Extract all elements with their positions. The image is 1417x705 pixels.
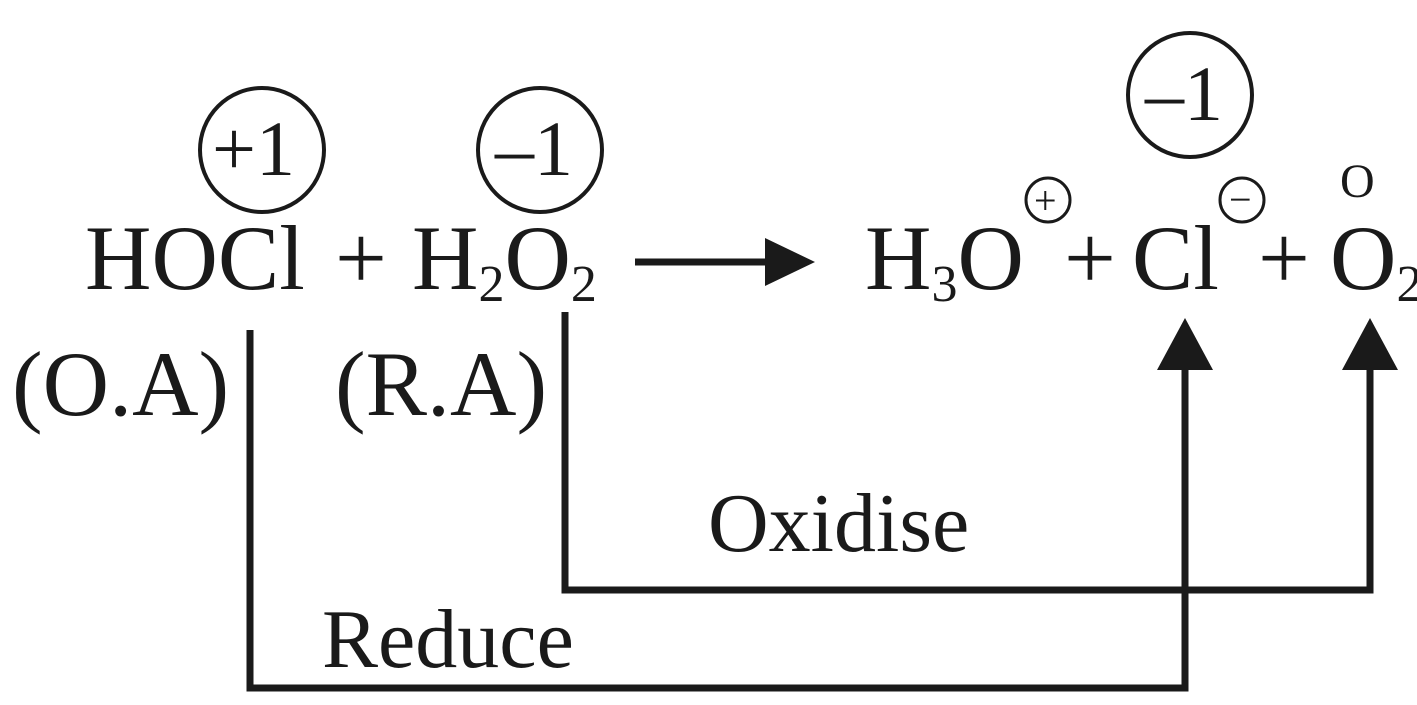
product-h3o: H3O (865, 212, 1024, 311)
h2o2-o: O (504, 207, 571, 309)
reduce-label: Reduce (322, 593, 574, 686)
h3o-charge: + (1034, 178, 1057, 223)
reaction-arrow-head (765, 238, 815, 286)
o2-ox-state: O (1340, 155, 1375, 208)
h3o-sub: 3 (931, 256, 958, 313)
oxidise-arrow-head (1342, 318, 1398, 370)
plus-sign-1: + (335, 207, 387, 309)
charge-circle-cl (1218, 176, 1266, 224)
ox-state-h2o2: –1 (495, 105, 573, 192)
ox-state-hocl: +1 (212, 105, 295, 192)
h2o2-h: H (412, 207, 479, 309)
ox-state-circle-h2o2 (476, 86, 604, 214)
cl-charge: − (1229, 177, 1252, 222)
product-o2: O2 (1330, 212, 1417, 311)
h3o-o: O (957, 207, 1024, 309)
charge-circle-h3o (1024, 176, 1072, 224)
ox-state-cl-minus: –1 (1145, 50, 1223, 137)
o2-o: O (1330, 207, 1397, 309)
product-cl: Cl (1132, 207, 1219, 309)
oxidise-path (561, 312, 1374, 594)
reduce-path (246, 330, 1189, 692)
role-reducing-agent: (R.A) (335, 333, 548, 435)
h3o-h: H (865, 207, 932, 309)
ox-state-circle-cl (1126, 31, 1254, 159)
plus-sign-2: + (1064, 207, 1116, 309)
plus-sign-3: + (1258, 207, 1310, 309)
reactant-hocl: HOCl (85, 207, 305, 309)
o2-sub: 2 (1396, 256, 1417, 313)
reactant-h2o2: H2O2 (412, 212, 597, 311)
h2o2-sub-h: 2 (478, 256, 505, 313)
ox-state-circle-hocl (198, 86, 326, 214)
role-oxidising-agent: (O.A) (12, 333, 230, 435)
h2o2-sub-o: 2 (570, 256, 597, 313)
reduce-arrow-head (1157, 318, 1213, 370)
oxidise-label: Oxidise (708, 477, 970, 570)
